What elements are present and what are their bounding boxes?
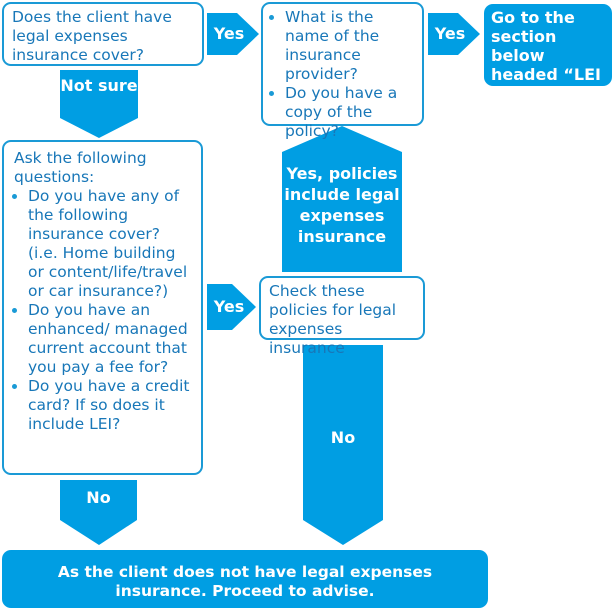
no-label-right: No: [330, 428, 356, 447]
arrow-no-down-left: [60, 480, 137, 545]
check-policies-box: Check these policies for legal expenses …: [259, 276, 425, 357]
check-policies-text: Check these policies for legal expenses …: [269, 282, 397, 357]
ask-question-item: Do you have a credit card? If so does it…: [28, 377, 193, 434]
arrow-yes-right-top-2: [428, 13, 480, 55]
question-cover-box: Does the client have legal expenses insu…: [2, 2, 204, 66]
final-advise-box: As the client does not have legal expens…: [2, 550, 488, 608]
question-provider-item: What is the name of the insurance provid…: [285, 8, 416, 84]
no-label-left: No: [86, 488, 111, 507]
arrow-not-sure-down: [60, 70, 138, 138]
yes-policies-label: Yes, policies include legal expenses ins…: [284, 164, 400, 246]
ask-question-item: Do you have any of the following insuran…: [28, 187, 193, 301]
final-advise-text: As the client does not have legal expens…: [57, 563, 433, 600]
ask-questions-list: Do you have any of the following insuran…: [14, 187, 193, 434]
not-sure-label: Not sure: [60, 76, 138, 95]
arrow-yes-right-mid: [207, 284, 256, 330]
question-provider-list: What is the name of the insurance provid…: [271, 8, 416, 141]
question-provider-item: Do you have a copy of the policy?: [285, 84, 416, 141]
arrow-yes-policies-up: [282, 126, 402, 272]
arrow-yes-right-top-1: [207, 13, 259, 55]
arrow-no-down-right: [303, 345, 383, 545]
yes-label-mid: Yes: [213, 297, 245, 316]
ask-questions-box: Ask the following questions: Do you have…: [2, 140, 203, 475]
question-cover-text: Does the client have legal expenses insu…: [12, 8, 172, 64]
goto-lei-issues-box: Go to the section below headed “LEI issu…: [484, 4, 612, 103]
yes-label-top-1: Yes: [213, 24, 245, 43]
yes-label-top-2: Yes: [434, 24, 466, 43]
question-provider-box: What is the name of the insurance provid…: [261, 2, 424, 140]
ask-questions-intro: Ask the following questions:: [14, 149, 147, 186]
ask-question-item: Do you have an enhanced/ managed current…: [28, 301, 193, 377]
goto-lei-issues-text: Go to the section below headed “LEI issu…: [491, 8, 601, 103]
